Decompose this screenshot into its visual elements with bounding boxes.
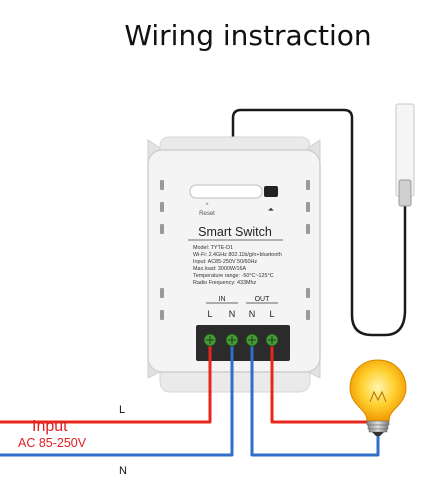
vent-slots: [160, 180, 310, 320]
reset-label: Reset: [199, 211, 215, 217]
out-label: OUT: [255, 296, 271, 303]
spec-line: Temperature range: -50°C~125°C: [193, 273, 274, 279]
page-title: Wiring instraction: [124, 19, 371, 52]
reset-arrow-icon: ^: [206, 203, 209, 209]
light-bulb-icon: [349, 359, 407, 436]
output-live-wire: [270, 342, 368, 424]
sensor-cable: [231, 108, 407, 337]
screw-terminal-icon: [203, 333, 279, 347]
terminal-label-in-n: N: [229, 309, 236, 319]
wire-label-n: N: [119, 465, 127, 477]
terminal-label-out-n: N: [249, 309, 256, 319]
spec-line: Model: TYTE-D1: [193, 245, 233, 251]
jack-indicator-icon: ⏶: [268, 205, 275, 214]
spec-line: Radio Frequency: 433Mhz: [193, 280, 257, 286]
smart-switch-device: ^ Reset ⏶ Smart Switch Model: TYTE-D1 Wi…: [147, 149, 321, 373]
terminal-label-in-l: L: [207, 309, 212, 319]
sensor-probe-icon: [395, 103, 415, 207]
input-voltage-label: AC 85-250V: [18, 436, 87, 450]
terminal-label-out-l: L: [269, 309, 274, 319]
spec-line: Wi-Fi: 2.4GHz 802.11b/g/n+bluetooth: [193, 252, 282, 258]
spec-line: Input: AC85-250V 50/60Hz: [193, 259, 257, 265]
in-label: IN: [219, 296, 226, 303]
input-label: Input: [32, 418, 68, 435]
reset-button[interactable]: [189, 184, 263, 199]
device-name: Smart Switch: [198, 225, 272, 239]
spec-line: Max.load: 3000W/16A: [193, 266, 246, 272]
wire-label-l: L: [119, 404, 125, 416]
input-live-wire: [0, 342, 212, 424]
output-neutral-wire: [250, 342, 380, 457]
sensor-jack: [264, 186, 278, 197]
input-neutral-wire: [0, 342, 234, 457]
wires: [0, 342, 380, 457]
terminal-block: [196, 325, 290, 361]
